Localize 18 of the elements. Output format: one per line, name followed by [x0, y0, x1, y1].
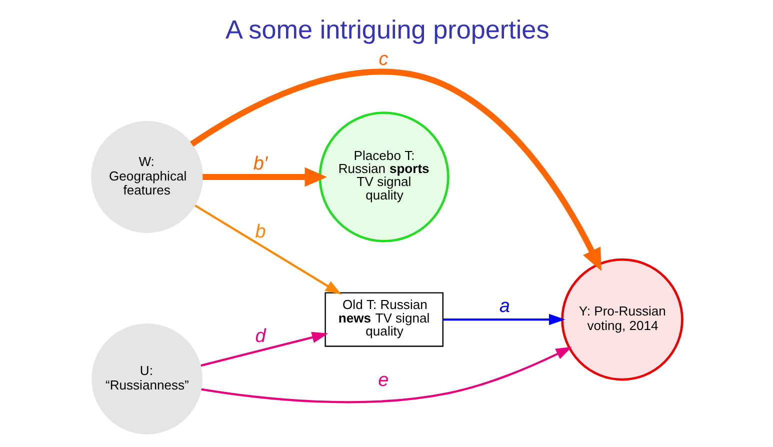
arrow: [442, 314, 565, 326]
node-circle: U: “Russianness”: [91, 324, 202, 434]
arrow: [190, 68, 601, 271]
arrow: [194, 204, 342, 294]
diagram-title: A some intriguing properties: [224, 14, 549, 45]
edge-label: d: [254, 326, 266, 347]
node-circle: Y: Pro-Russian voting, 2014: [560, 258, 683, 381]
edge-label: a: [498, 296, 510, 318]
node-box: Old T: Russian news TV signal quality: [324, 292, 443, 347]
edge-label: b′: [252, 154, 268, 175]
arrow: [202, 167, 327, 187]
arrow: [200, 346, 572, 404]
edge-label: c: [378, 49, 388, 70]
node-circle: Placebo T: Russian sports TV signal quality: [318, 112, 449, 242]
edge-label: b: [254, 221, 266, 242]
arrow: [200, 332, 328, 367]
edge-label: e: [378, 370, 388, 391]
node-circle: W: Geographical features: [90, 121, 202, 233]
